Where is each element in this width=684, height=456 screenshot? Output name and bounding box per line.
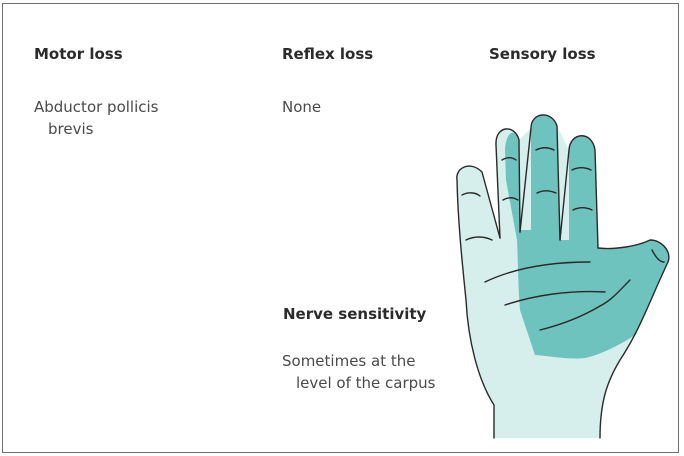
hand-palm-icon [0, 0, 684, 456]
